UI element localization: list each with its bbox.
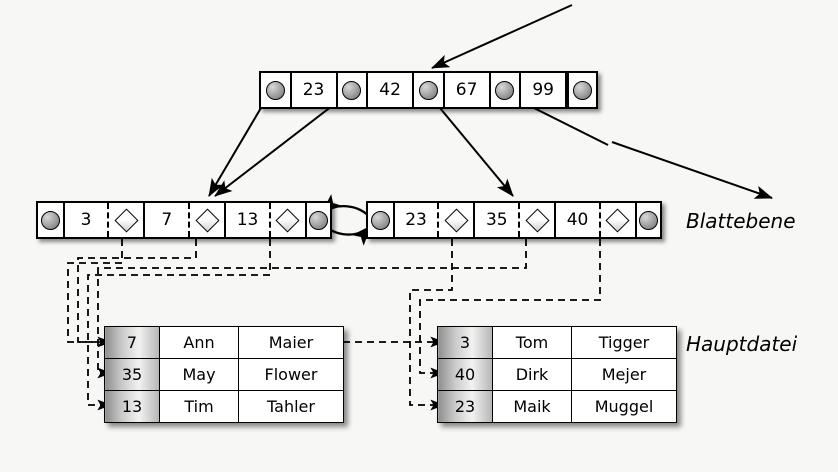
leaf-node-left[interactable]: 3 7 13 <box>36 201 332 239</box>
pointer-bullet-icon <box>342 80 362 100</box>
diamond-icon <box>605 207 630 233</box>
row-first-name: Maik <box>492 390 572 423</box>
row-last-name: Mejer <box>571 358 677 391</box>
diamond-icon <box>195 207 220 233</box>
row-first-name: May <box>159 358 239 391</box>
root-key-3: 99 <box>519 73 568 107</box>
root-pointer-4[interactable] <box>567 73 596 107</box>
leaf-right-key-1: 35 <box>473 203 519 237</box>
pointer-bullet-icon <box>40 210 60 230</box>
root-pointer-3[interactable] <box>490 73 520 107</box>
leaf-left-key-1: 7 <box>143 203 189 237</box>
arrow-external-to-leaf-level <box>611 141 773 199</box>
diamond-icon <box>114 207 139 233</box>
row-first-name: Dirk <box>492 358 572 391</box>
arrow-root-ptr2-to-leaf-left <box>214 95 346 197</box>
leaf-right-key-2: 40 <box>554 203 599 237</box>
leaf-left-next-pointer[interactable] <box>304 203 331 237</box>
leaf-right-key-0: 23 <box>392 203 438 237</box>
leaf-left-record-ref-2[interactable] <box>268 203 305 237</box>
row-last-name: Muggel <box>571 390 677 423</box>
row-last-name: Maier <box>238 326 344 359</box>
root-node[interactable]: 23 42 67 99 <box>259 71 598 109</box>
table-row[interactable]: 13 Tim Tahler <box>104 390 344 423</box>
leaf-left-key-2: 13 <box>224 203 269 237</box>
main-file-table-left[interactable]: 7 Ann Maier 35 May Flower 13 Tim Tahler <box>104 326 344 423</box>
arrow-external-to-root <box>431 4 573 69</box>
leaf-right-next-pointer[interactable] <box>634 203 661 237</box>
row-first-name: Tom <box>492 326 572 359</box>
table-row[interactable]: 35 May Flower <box>104 358 344 391</box>
row-key: 23 <box>437 390 493 423</box>
pointer-bullet-icon <box>495 80 515 100</box>
leaf-left-record-ref-1[interactable] <box>188 203 225 237</box>
root-pointer-2[interactable] <box>414 73 443 107</box>
pointer-bullet-icon <box>418 80 438 100</box>
table-row[interactable]: 23 Maik Muggel <box>437 390 677 423</box>
leaf-right-record-ref-0[interactable] <box>437 203 474 237</box>
table-row[interactable]: 40 Dirk Mejer <box>437 358 677 391</box>
label-leaf-level: Blattebene <box>686 209 796 233</box>
leaf-left-prev-pointer[interactable] <box>38 203 63 237</box>
row-key: 40 <box>437 358 493 391</box>
root-pointer-1[interactable] <box>337 73 367 107</box>
table-row[interactable]: 3 Tom Tigger <box>437 326 677 359</box>
arrow-root-to-leaf-right <box>429 95 514 197</box>
row-first-name: Ann <box>159 326 239 359</box>
root-key-2: 67 <box>442 73 491 107</box>
table-row[interactable]: 7 Ann Maier <box>104 326 344 359</box>
label-main-file: Hauptdatei <box>686 332 798 356</box>
pointer-bullet-icon <box>573 80 593 100</box>
row-last-name: Tigger <box>571 326 677 359</box>
diamond-icon <box>444 207 469 233</box>
row-first-name: Tim <box>159 390 239 423</box>
row-last-name: Flower <box>238 358 344 391</box>
leaf-left-key-0: 3 <box>62 203 108 237</box>
row-last-name: Tahler <box>238 390 344 423</box>
row-key: 3 <box>437 326 493 359</box>
leaf-left-record-ref-0[interactable] <box>107 203 144 237</box>
diamond-icon <box>525 207 550 233</box>
pointer-bullet-icon <box>309 210 328 230</box>
row-key: 7 <box>104 326 160 359</box>
leaf-node-right[interactable]: 23 35 40 <box>366 201 662 239</box>
row-key: 13 <box>104 390 160 423</box>
main-file-table-right[interactable]: 3 Tom Tigger 40 Dirk Mejer 23 Maik Mugge… <box>437 326 677 423</box>
root-key-1: 42 <box>366 73 415 107</box>
leaf-right-record-ref-2[interactable] <box>598 203 635 237</box>
pointer-bullet-icon <box>639 210 658 230</box>
pointer-bullet-icon <box>265 80 285 100</box>
arrow-root-to-leaf-left <box>208 95 269 197</box>
row-key: 35 <box>104 358 160 391</box>
leaf-right-prev-pointer[interactable] <box>368 203 393 237</box>
pointer-bullet-icon <box>370 210 390 230</box>
diamond-icon <box>275 207 300 233</box>
leaf-right-record-ref-1[interactable] <box>518 203 555 237</box>
root-pointer-0[interactable] <box>261 73 290 107</box>
root-key-0: 23 <box>289 73 338 107</box>
